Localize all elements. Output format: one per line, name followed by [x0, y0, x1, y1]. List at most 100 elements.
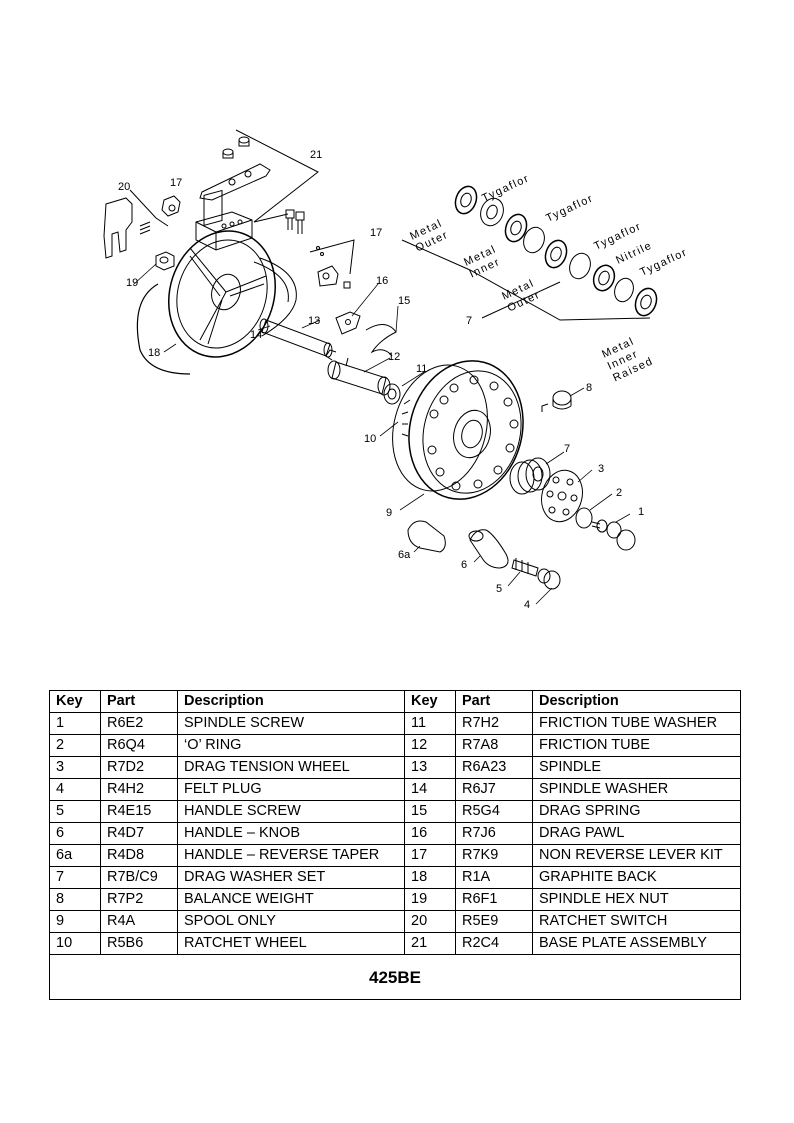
table-cell: 20: [404, 910, 456, 933]
column-header: Description: [532, 690, 741, 713]
callout-6: 6: [461, 559, 467, 571]
balance-weight: [541, 390, 572, 412]
table-cell: RATCHET SWITCH: [532, 910, 741, 933]
washer-label-metal-inner: MetalInner: [462, 243, 504, 280]
column-header: Part: [455, 690, 533, 713]
parts-table: Key Part Description Key Part Descriptio…: [49, 690, 741, 1000]
table-header-row: Key Part Description Key Part Descriptio…: [49, 690, 741, 713]
callout-10: 10: [364, 433, 376, 445]
table-cell: HANDLE – REVERSE TAPER: [177, 844, 405, 867]
spindle-hex-nut: [155, 251, 175, 271]
table-cell: 7: [49, 866, 101, 889]
table-cell: R6J7: [455, 778, 533, 801]
drag-pawl: [335, 311, 361, 335]
callout-1: 1: [638, 506, 644, 518]
table-cell: R6Q4: [100, 734, 178, 757]
column-header: Key: [49, 690, 101, 713]
table-cell: FRICTION TUBE WASHER: [532, 712, 741, 735]
exploded-parts-diagram: 1 2 3 4 5 6 6a 7 7 8 9 10 11 12 13 14 15…: [103, 129, 690, 611]
table-cell: R7J6: [455, 822, 533, 845]
callout-19: 19: [126, 277, 138, 289]
column-header: Part: [100, 690, 178, 713]
callout-14: 14: [250, 329, 262, 341]
column-header: Description: [177, 690, 405, 713]
table-cell: R7B/C9: [100, 866, 178, 889]
table-cell: DRAG TENSION WHEEL: [177, 756, 405, 779]
table-cell: NON REVERSE LEVER KIT: [532, 844, 741, 867]
table-cell: SPINDLE SCREW: [177, 712, 405, 735]
base-plate-foot: [195, 189, 253, 251]
table-cell: DRAG SPRING: [532, 800, 741, 823]
model-row: 425BE: [49, 954, 741, 1000]
friction-tube-washer: [383, 383, 401, 405]
table-cell: 2: [49, 734, 101, 757]
table-cell: BALANCE WEIGHT: [177, 888, 405, 911]
table-cell: R6A23: [455, 756, 533, 779]
callout-12: 12: [388, 351, 400, 363]
table-cell: GRAPHITE BACK: [532, 866, 741, 889]
table-cell: HANDLE SCREW: [177, 800, 405, 823]
washer-label-metal-outer-1: MetalOuter: [408, 217, 450, 254]
table-cell: FELT PLUG: [177, 778, 405, 801]
table-cell: 14: [404, 778, 456, 801]
table-cell: R7A8: [455, 734, 533, 757]
table-cell: ‘O’ RING: [177, 734, 405, 757]
table-cell: 21: [404, 932, 456, 955]
table-cell: 16: [404, 822, 456, 845]
leader-lines: [133, 263, 631, 605]
table-cell: 15: [404, 800, 456, 823]
table-cell: R7K9: [455, 844, 533, 867]
table-cell: R7D2: [100, 756, 178, 779]
washer-label-tygaflor-2: Tygaflor: [544, 192, 595, 224]
graphite-back-spring: [136, 283, 191, 375]
table-cell: 4: [49, 778, 101, 801]
table-cell: R6F1: [455, 888, 533, 911]
table-cell: HANDLE – KNOB: [177, 822, 405, 845]
washer-label-metal-outer-2: MetalOuter: [500, 277, 542, 314]
callout-13: 13: [308, 315, 320, 327]
table-cell: R4H2: [100, 778, 178, 801]
table-cell: 3: [49, 756, 101, 779]
table-cell: 8: [49, 888, 101, 911]
model-number: 425BE: [49, 954, 741, 1000]
table-cell: SPINDLE HEX NUT: [532, 888, 741, 911]
ratchet-switch: [103, 189, 169, 259]
callout-4: 4: [524, 599, 530, 611]
table-cell: 5: [49, 800, 101, 823]
table-cell: BASE PLATE ASSEMBLY: [532, 932, 741, 955]
base-plate-clip: [199, 129, 319, 234]
spool: [392, 360, 524, 500]
spindle-screw: [591, 519, 636, 551]
callout-7-washers: 7: [466, 315, 472, 327]
table-cell: 9: [49, 910, 101, 933]
table-cell: 17: [404, 844, 456, 867]
callout-15: 15: [398, 295, 410, 307]
table-cell: R5E9: [455, 910, 533, 933]
table-cell: 19: [404, 888, 456, 911]
table-cell: 18: [404, 866, 456, 889]
o-ring: [575, 507, 593, 529]
friction-tube: [325, 349, 391, 396]
callout-9: 9: [386, 507, 392, 519]
callout-8: 8: [586, 382, 592, 394]
table-cell: R7H2: [455, 712, 533, 735]
table-cell: FRICTION TUBE: [532, 734, 741, 757]
table-cell: SPINDLE: [532, 756, 741, 779]
non-reverse-lever-kit: [161, 195, 355, 289]
callout-20: 20: [118, 181, 130, 193]
callout-18: 18: [148, 347, 160, 359]
table-cell: SPINDLE WASHER: [532, 778, 741, 801]
washer-label-tygaflor-1: Tygaflor: [480, 172, 531, 204]
callout-17-right: 17: [370, 227, 382, 239]
table-cell: DRAG PAWL: [532, 822, 741, 845]
